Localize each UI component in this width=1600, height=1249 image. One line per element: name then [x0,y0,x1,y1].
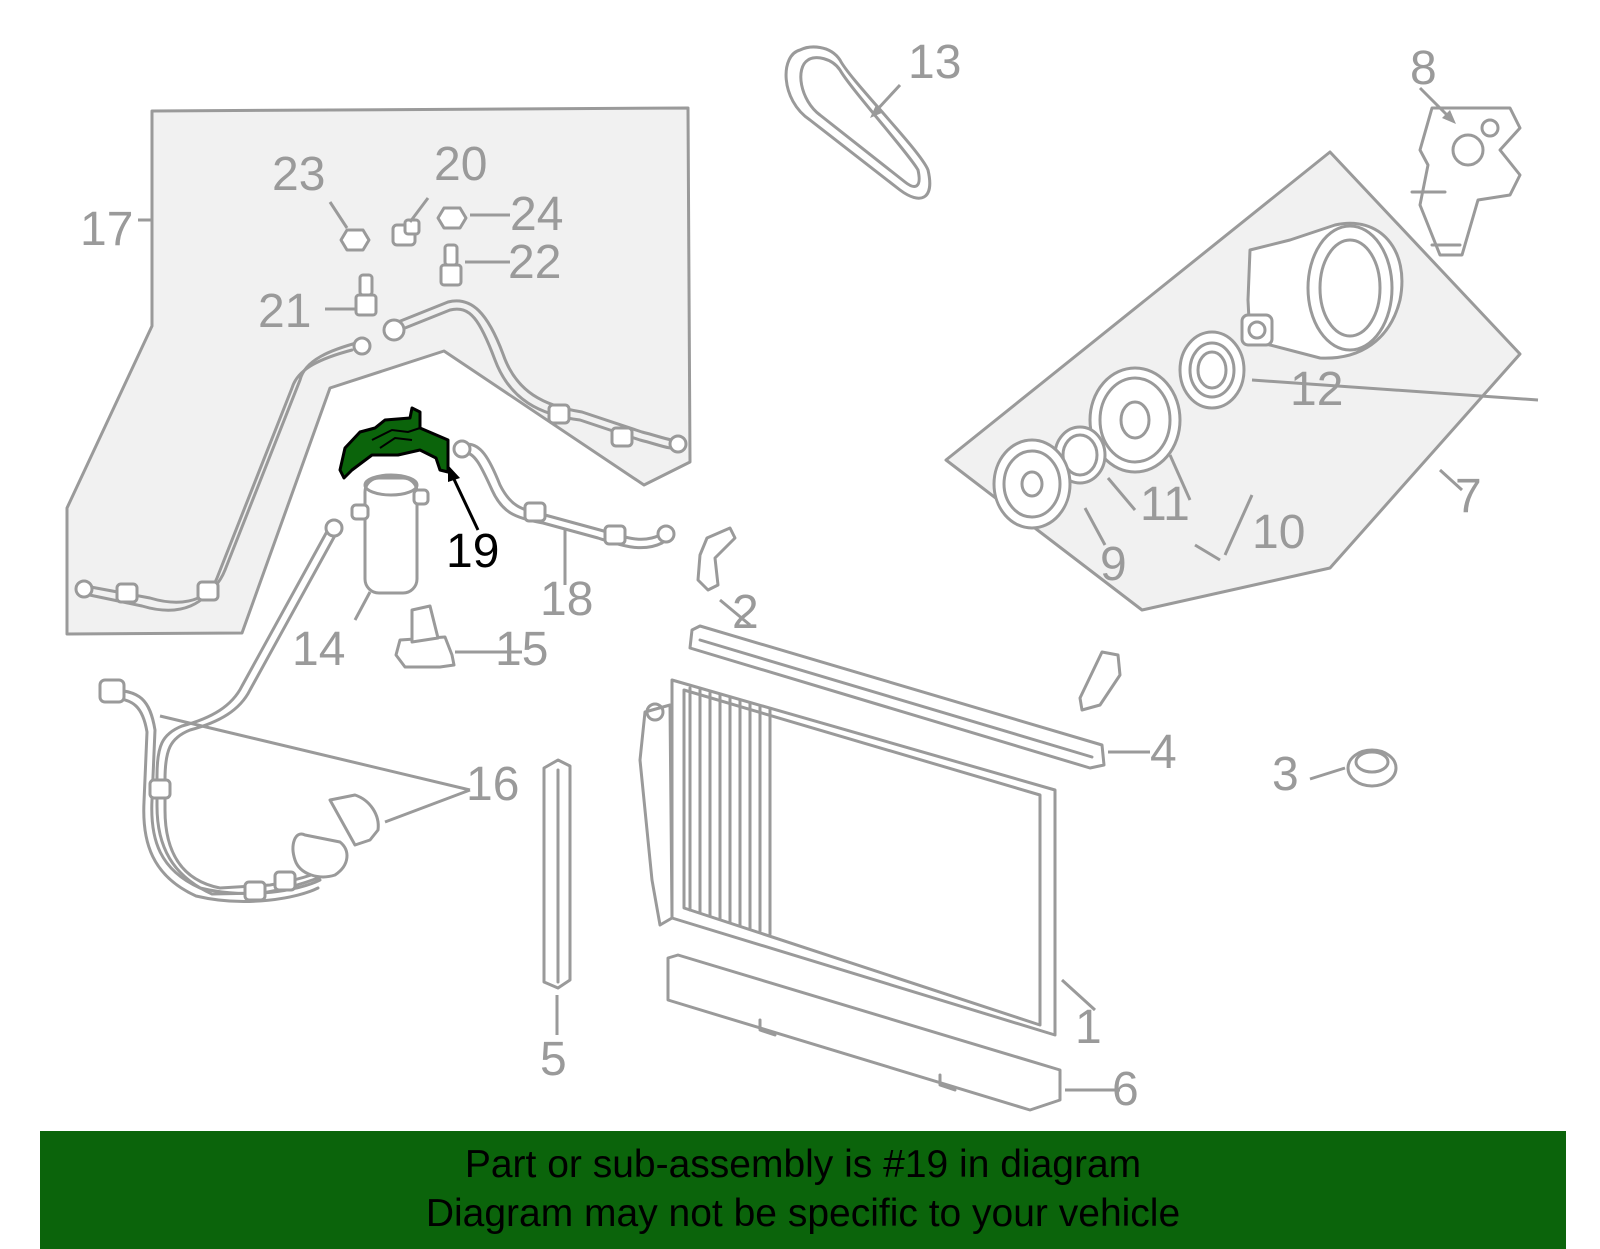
callout-24: 24 [510,188,563,241]
part-3-plug[interactable] [1346,748,1398,788]
part-16-lines[interactable] [98,518,380,903]
part-14-drier[interactable] [350,473,430,595]
part-2-clip[interactable] [696,526,737,592]
callout-23: 23 [272,148,325,201]
callout-16: 16 [466,758,519,811]
part-24-nut[interactable] [436,206,468,230]
part-22-valve[interactable] [439,243,463,287]
callout-1: 1 [1075,1001,1102,1054]
callout-22: 22 [508,236,561,289]
callout-12: 12 [1290,363,1343,416]
part-8-bracket[interactable] [1410,106,1522,257]
callout-6: 6 [1112,1063,1139,1116]
part-23-nut[interactable] [339,228,371,252]
callout-21: 21 [258,285,311,338]
part-5-seal[interactable] [542,758,572,990]
part-9-hub[interactable] [992,438,1072,530]
callout-10: 10 [1252,506,1305,559]
callout-13: 13 [908,36,961,89]
callout-2: 2 [732,586,759,639]
part-2-clip-right[interactable] [1078,650,1122,712]
part-4-seal[interactable] [688,624,1106,770]
part-19-bracket[interactable] [338,406,450,480]
banner-line-2: Diagram may not be specific to your vehi… [425,1192,1181,1235]
part-20-switch[interactable] [391,218,421,247]
callout-9: 9 [1100,538,1127,591]
leader-lines [138,83,1539,1092]
part-10-pulley[interactable] [1088,366,1182,474]
callout-17: 17 [80,203,133,256]
callout-15: 15 [495,623,548,676]
part-1-condenser[interactable] [638,678,1057,1037]
banner-line-1: Part or sub-assembly is #19 in diagram [464,1143,1142,1186]
part-13-belt[interactable] [784,45,932,200]
callout-labels: 13 8 23 20 24 17 22 21 12 7 11 10 9 19 1… [80,36,1482,1116]
callout-19: 19 [446,525,499,578]
callout-5: 5 [540,1033,567,1086]
part-6-seal[interactable] [666,953,1062,1112]
part-12-coil[interactable] [1178,330,1246,410]
callout-18: 18 [540,573,593,626]
callout-8: 8 [1410,42,1437,95]
callout-11: 11 [1140,478,1190,531]
callout-3: 3 [1272,748,1299,801]
part-15-holder[interactable] [394,604,456,669]
lines-17[interactable] [74,299,688,612]
callout-7: 7 [1455,470,1482,523]
part-18-line[interactable] [452,439,676,550]
part-21-valve[interactable] [354,273,378,317]
callout-20: 20 [434,138,487,191]
part-compressor[interactable] [1240,221,1404,360]
info-banner: Part or sub-assembly is #19 in diagram D… [40,1131,1566,1249]
callout-4: 4 [1150,726,1177,779]
panel-17 [65,106,692,636]
callout-14: 14 [292,623,345,676]
